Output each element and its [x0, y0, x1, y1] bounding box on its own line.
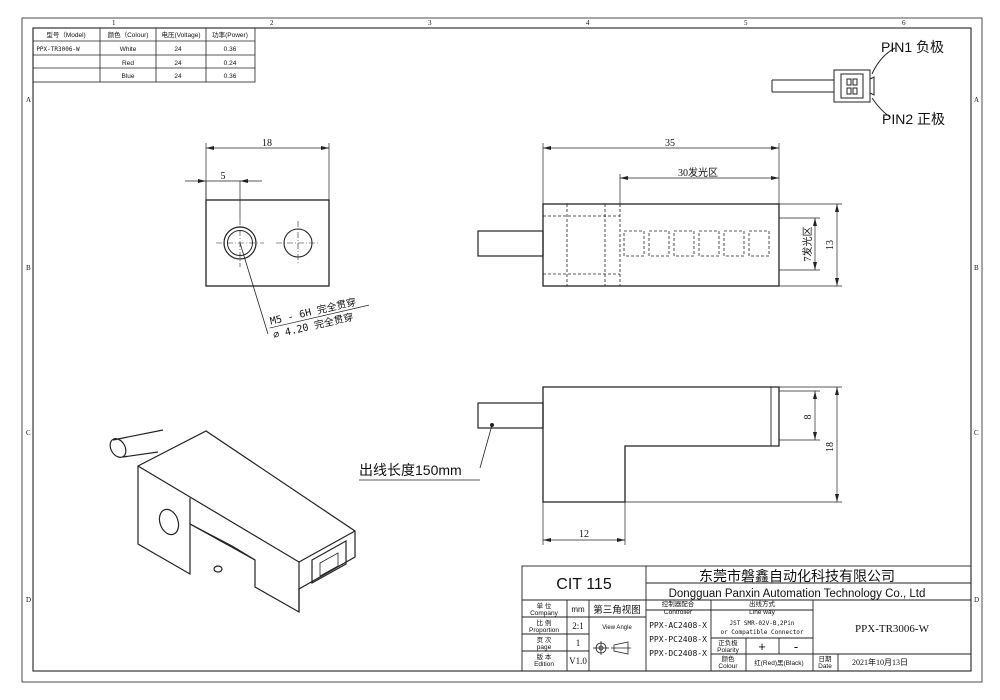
cable-length-note: 出线长度150mm	[359, 462, 462, 478]
colour-label-en: Colour	[718, 663, 738, 670]
spec-cell-voltage-2: 24	[174, 60, 182, 67]
spec-cell-voltage-1: 24	[174, 46, 182, 53]
model-number: PPX-TR3006-W	[855, 623, 930, 635]
company-name-en: Dongguan Panxin Automation Technology Co…	[669, 588, 926, 600]
line-way-2: or Compatible Connector	[720, 629, 803, 636]
frame-number-4: 4	[586, 19, 590, 27]
controller-label-en: Controller	[664, 609, 693, 616]
frame-number-5: 5	[744, 19, 748, 27]
date-label-en: Date	[818, 663, 832, 670]
title-block-text: CIT 115 东莞市磐鑫自动化科技有限公司 Dongguan Panxin A…	[529, 568, 930, 670]
frame-letter-c: C	[26, 429, 31, 437]
frame-number-1: 1	[112, 19, 116, 27]
controller-2: PPX-PC2408-X	[649, 635, 707, 644]
spec-cell-colour-2: Red	[122, 60, 134, 67]
edition-label-en: Edition	[534, 661, 554, 668]
projection-symbol-icon	[593, 641, 631, 655]
dim-top-height: 13	[825, 240, 836, 250]
pin1-label: PIN1 负极	[881, 39, 944, 55]
cable-leader-dot	[490, 423, 494, 427]
unit-label-cn: 单 位	[537, 601, 552, 610]
colour-label-cn: 颜色	[722, 654, 736, 663]
drawing-frame	[21, 17, 983, 683]
date-label-cn: 日期	[819, 655, 833, 663]
frame-letter-b: B	[26, 264, 31, 272]
edition-value: V1.0	[569, 656, 587, 666]
scale-label-cn: 比 例	[537, 618, 552, 627]
line-way-label-en: Line way	[749, 609, 775, 616]
spec-cell-colour-3: Blue	[121, 73, 134, 80]
dim-side-12: 12	[579, 529, 589, 540]
dim-light-width: 7发光区	[801, 227, 814, 262]
spec-cell-voltage-3: 24	[174, 73, 182, 80]
spec-cell-power-2: 0.24	[224, 60, 237, 67]
frame-side-letters: A B C D A B C D	[26, 96, 979, 604]
company-name-cn: 东莞市磐鑫自动化科技有限公司	[699, 568, 895, 584]
spec-header-power: 功率(Power)	[212, 30, 248, 39]
line-way-1: JST SMR-02V-B,2Pin	[729, 620, 794, 627]
page-value: 1	[576, 638, 581, 648]
dim-light-zone: 30发光区	[678, 166, 718, 179]
view-angle-label: View Angle	[602, 625, 632, 631]
title-block	[521, 565, 972, 672]
frame-top-numbers: 1 2 3 4 5 6	[112, 19, 906, 27]
dim-front-offset: 5	[221, 171, 226, 182]
frame-letter-d-right: D	[974, 596, 979, 604]
frame-number-2: 2	[270, 19, 274, 27]
edition-label-cn: 版 本	[537, 652, 552, 661]
dim-top-length: 35	[665, 138, 675, 149]
controller-1: PPX-AC2408-X	[649, 621, 707, 630]
top-view-arrows	[543, 146, 839, 286]
frame-letter-a: A	[26, 96, 31, 104]
front-view-arrows	[198, 146, 329, 183]
spec-table: 型号（Model) 颜色（Colour) 电压(Voltage) 功率(Powe…	[32, 27, 256, 83]
frame-letter-b-right: B	[974, 264, 979, 272]
frame-letter-a-right: A	[974, 96, 979, 104]
pin2-label: PIN2 正极	[882, 111, 945, 127]
front-view	[185, 143, 330, 287]
isometric-view	[109, 429, 356, 614]
colour-value: 红(Red)黑(Black)	[754, 658, 803, 667]
spec-header-model: 型号（Model)	[46, 30, 85, 39]
drawing-code: CIT 115	[556, 576, 612, 593]
top-view	[477, 143, 842, 287]
spec-cell-colour-1: White	[120, 46, 137, 53]
spec-cell-power-3: 0.36	[224, 73, 237, 80]
controller-3: PPX-DC2408-X	[649, 649, 707, 658]
dim-front-width: 18	[262, 138, 272, 149]
hole-callout	[239, 242, 269, 335]
polarity-plus: +	[758, 639, 766, 654]
hole-callout-text: M5 - 6H 完全贯穿 ∅ 4.20 完全贯穿	[269, 295, 370, 341]
date-value: 2021年10月13日	[852, 657, 908, 667]
frame-number-3: 3	[428, 19, 432, 27]
spec-header-colour: 颜色（Colour)	[108, 30, 149, 39]
frame-letter-d: D	[26, 596, 31, 604]
side-view-arrows	[543, 387, 839, 542]
spec-header-voltage: 电压(Voltage)	[161, 30, 200, 39]
connector-detail	[771, 47, 896, 118]
frame-letter-c-right: C	[974, 429, 979, 437]
unit-label-en: Company	[530, 610, 559, 617]
polarity-label-en: Polarity	[717, 647, 739, 654]
unit-value: mm	[571, 605, 585, 614]
spec-cell-power-1: 0.36	[224, 46, 237, 53]
controller-label-cn: 控制器配合	[662, 599, 695, 608]
side-view	[477, 386, 842, 545]
scale-value: 2:1	[572, 621, 584, 631]
frame-number-6: 6	[902, 19, 906, 27]
line-way-label-cn: 出线方式	[749, 599, 776, 608]
dim-side-8: 8	[803, 415, 814, 420]
page-label-cn: 页 次	[537, 635, 552, 644]
polarity-label-cn: 正负极	[718, 638, 738, 647]
dim-side-18: 18	[825, 442, 836, 452]
polarity-minus: -	[794, 639, 798, 654]
spec-cell-model: PPX-TR3006-W	[36, 46, 80, 53]
projection-label: 第三角视图	[593, 604, 641, 616]
scale-label-en: Proportion	[529, 627, 559, 634]
page-label-en: page	[537, 644, 552, 651]
